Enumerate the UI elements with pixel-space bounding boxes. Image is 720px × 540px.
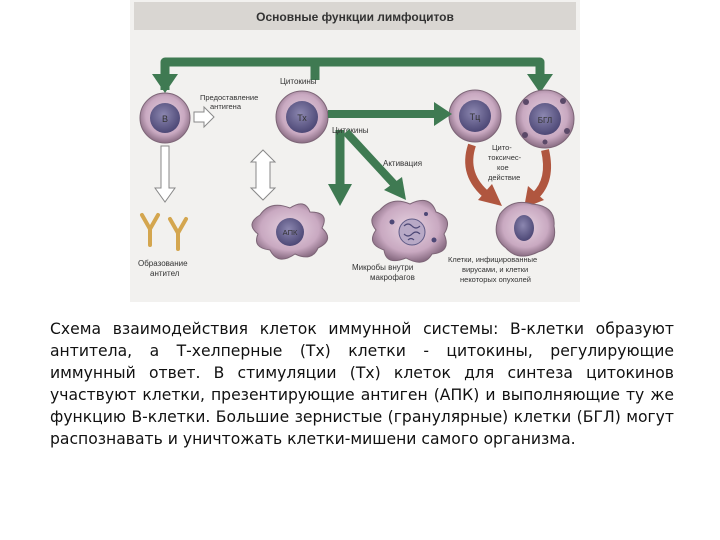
activation-arrow bbox=[343, 129, 397, 187]
apc-cell-label: АПК bbox=[283, 228, 298, 237]
apc-th-double-arrow bbox=[249, 149, 277, 201]
label-cytotoxic-3: кое bbox=[497, 163, 509, 172]
antigen-presentation-arrow bbox=[193, 105, 215, 129]
macrophage-cell bbox=[371, 199, 449, 263]
antibodies-icon bbox=[140, 213, 188, 251]
top-loop-arrowhead-right bbox=[527, 74, 553, 93]
label-targets-2: вирусами, и клетки bbox=[462, 265, 528, 274]
th-to-tc-arrowhead bbox=[434, 102, 452, 126]
diagram-canvas: Основные функции лимфоцитов В Тх Тц bbox=[134, 2, 576, 284]
tc-cytotoxic-arrow bbox=[465, 143, 491, 200]
label-cytotoxic-1: Цито- bbox=[492, 143, 512, 152]
tc-cell-label: Тц bbox=[470, 112, 481, 122]
title-banner bbox=[134, 2, 576, 30]
label-microbes-1: Микробы внутри bbox=[352, 263, 413, 272]
th-cell: Тх bbox=[275, 90, 329, 144]
label-antigen-1: Предоставление bbox=[200, 93, 258, 102]
bgl-cell-label: БГЛ bbox=[538, 116, 552, 125]
label-cytokines-top: Цитокины bbox=[280, 77, 317, 86]
label-cytotoxic-4: действие bbox=[488, 173, 520, 182]
label-targets-3: некоторых опухолей bbox=[460, 275, 531, 284]
diagram-title: Основные функции лимфоцитов bbox=[256, 10, 454, 24]
label-microbes-2: макрофагов bbox=[370, 273, 415, 282]
bgl-cytotoxic-arrowhead bbox=[524, 186, 544, 208]
tc-cell: Тц bbox=[448, 89, 502, 143]
label-antigen-2: антигена bbox=[210, 102, 242, 111]
label-cytotoxic-2: токсичес- bbox=[488, 153, 522, 162]
label-antibody-2: антител bbox=[150, 269, 180, 278]
label-antibody-1: Образование bbox=[138, 259, 188, 268]
bgl-cytotoxic-arrow bbox=[532, 149, 551, 199]
figure-caption: Схема взаимодействия клеток иммунной сис… bbox=[50, 320, 674, 448]
apc-cell: АПК bbox=[251, 203, 329, 260]
label-targets-1: Клетки, инфицированные bbox=[448, 255, 537, 264]
tc-cytotoxic-arrowhead bbox=[478, 184, 502, 206]
label-activation: Активация bbox=[383, 159, 422, 168]
top-loop-arrow bbox=[160, 57, 545, 90]
antibody-formation-arrow bbox=[154, 145, 176, 203]
label-cytokines-mid: Цитокины bbox=[332, 126, 369, 135]
bgl-cell: БГЛ bbox=[515, 89, 575, 149]
th-to-apc-arrowhead bbox=[328, 184, 352, 206]
th-cell-label: Тх bbox=[297, 113, 307, 123]
activation-arrowhead bbox=[384, 177, 406, 200]
top-loop-arrowhead-left bbox=[152, 74, 178, 93]
b-cell-label: В bbox=[162, 114, 168, 124]
diagram-figure: Основные функции лимфоцитов В Тх Тц bbox=[130, 0, 580, 302]
b-cell: В bbox=[139, 92, 191, 144]
target-cell bbox=[495, 201, 556, 257]
